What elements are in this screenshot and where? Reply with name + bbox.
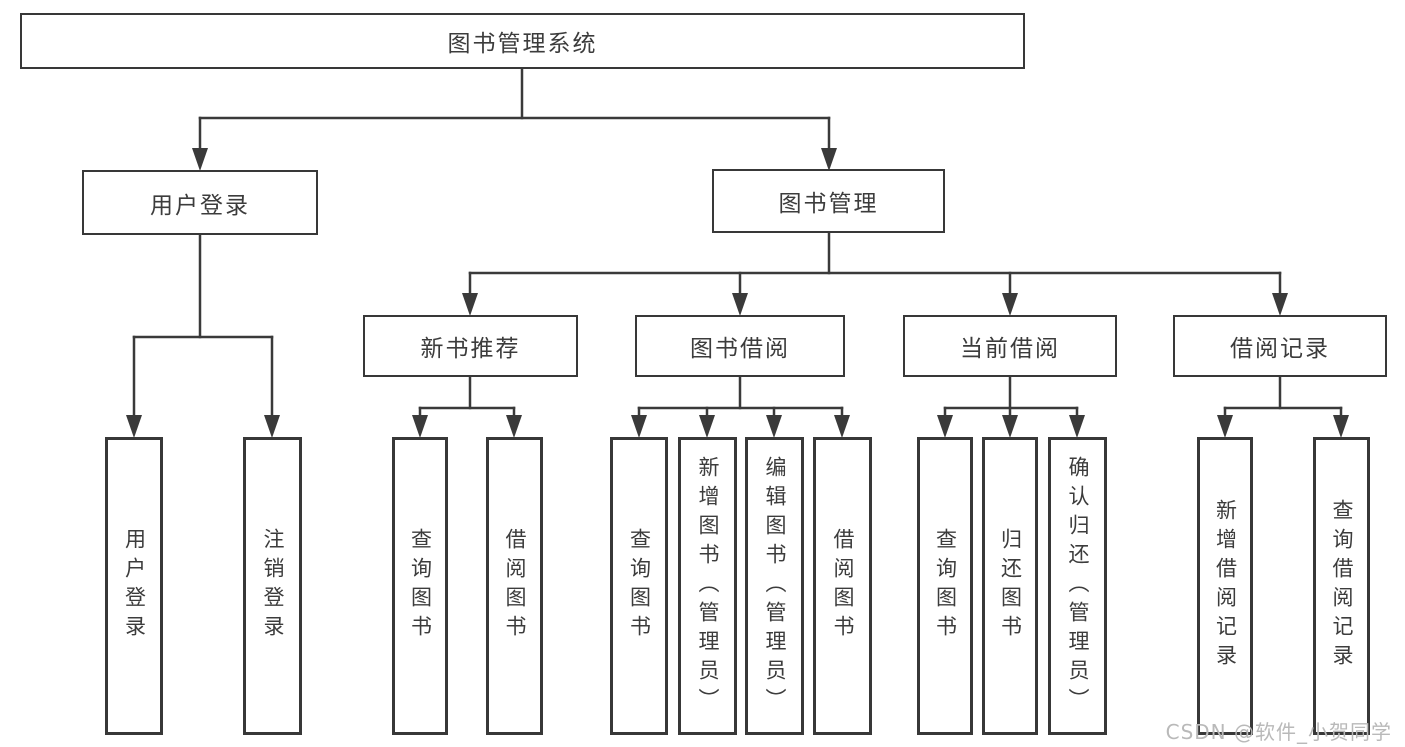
leaf-query-books-recommend-label: 查询图书 xyxy=(408,528,433,644)
leaf-user-login-label: 用户登录 xyxy=(122,528,147,644)
node-current-borrowing: 当前借阅 xyxy=(903,315,1117,377)
leaf-borrow-books-recommend-label: 借阅图书 xyxy=(503,528,527,644)
leaf-query-books-recommend: 查询图书 xyxy=(392,437,448,735)
leaf-edit-books-admin: 编辑图书（管理员） xyxy=(745,437,804,735)
csdn-watermark: CSDN @软件_小贺同学 xyxy=(1165,720,1392,744)
leaf-user-login: 用户登录 xyxy=(105,437,163,735)
leaf-query-borrow-record-label: 查询借阅记录 xyxy=(1330,499,1354,673)
leaf-borrow-books-label: 借阅图书 xyxy=(831,528,855,644)
leaf-query-books-borrow: 查询图书 xyxy=(610,437,668,735)
node-user-login: 用户登录 xyxy=(82,170,318,235)
leaf-logout-label: 注销登录 xyxy=(261,528,285,644)
leaf-return-books: 归还图书 xyxy=(982,437,1038,735)
node-new-book-recommendation-label: 新书推荐 xyxy=(420,336,521,362)
leaf-add-borrow-record: 新增借阅记录 xyxy=(1197,437,1253,735)
leaf-query-books-current: 查询图书 xyxy=(917,437,973,735)
leaf-logout: 注销登录 xyxy=(243,437,302,735)
leaf-add-borrow-record-label: 新增借阅记录 xyxy=(1213,499,1238,673)
leaf-return-books-label: 归还图书 xyxy=(998,528,1023,644)
node-book-borrowing: 图书借阅 xyxy=(635,315,845,377)
leaf-query-books-borrow-label: 查询图书 xyxy=(627,528,652,644)
node-user-login-label: 用户登录 xyxy=(150,192,250,219)
leaf-query-books-current-label: 查询图书 xyxy=(933,528,958,644)
leaf-confirm-return-admin: 确认归还（管理员） xyxy=(1048,437,1107,735)
leaf-edit-books-admin-label: 编辑图书（管理员） xyxy=(763,455,787,717)
node-root-library-system: 图书管理系统 xyxy=(20,13,1025,69)
node-new-book-recommendation: 新书推荐 xyxy=(363,315,578,377)
leaf-query-borrow-record: 查询借阅记录 xyxy=(1313,437,1370,735)
node-borrowing-records-label: 借阅记录 xyxy=(1230,336,1330,362)
leaf-borrow-books-recommend: 借阅图书 xyxy=(486,437,543,735)
leaf-borrow-books: 借阅图书 xyxy=(813,437,872,735)
node-book-borrowing-label: 图书借阅 xyxy=(690,336,790,362)
leaf-add-books-admin-label: 新增图书（管理员） xyxy=(696,455,720,717)
leaf-add-books-admin: 新增图书（管理员） xyxy=(678,437,737,735)
node-book-management: 图书管理 xyxy=(712,169,945,233)
node-current-borrowing-label: 当前借阅 xyxy=(960,336,1060,362)
node-borrowing-records: 借阅记录 xyxy=(1173,315,1387,377)
leaf-confirm-return-admin-label: 确认归还（管理员） xyxy=(1066,455,1090,717)
node-root-label: 图书管理系统 xyxy=(447,31,598,57)
node-book-management-label: 图书管理 xyxy=(778,191,879,217)
